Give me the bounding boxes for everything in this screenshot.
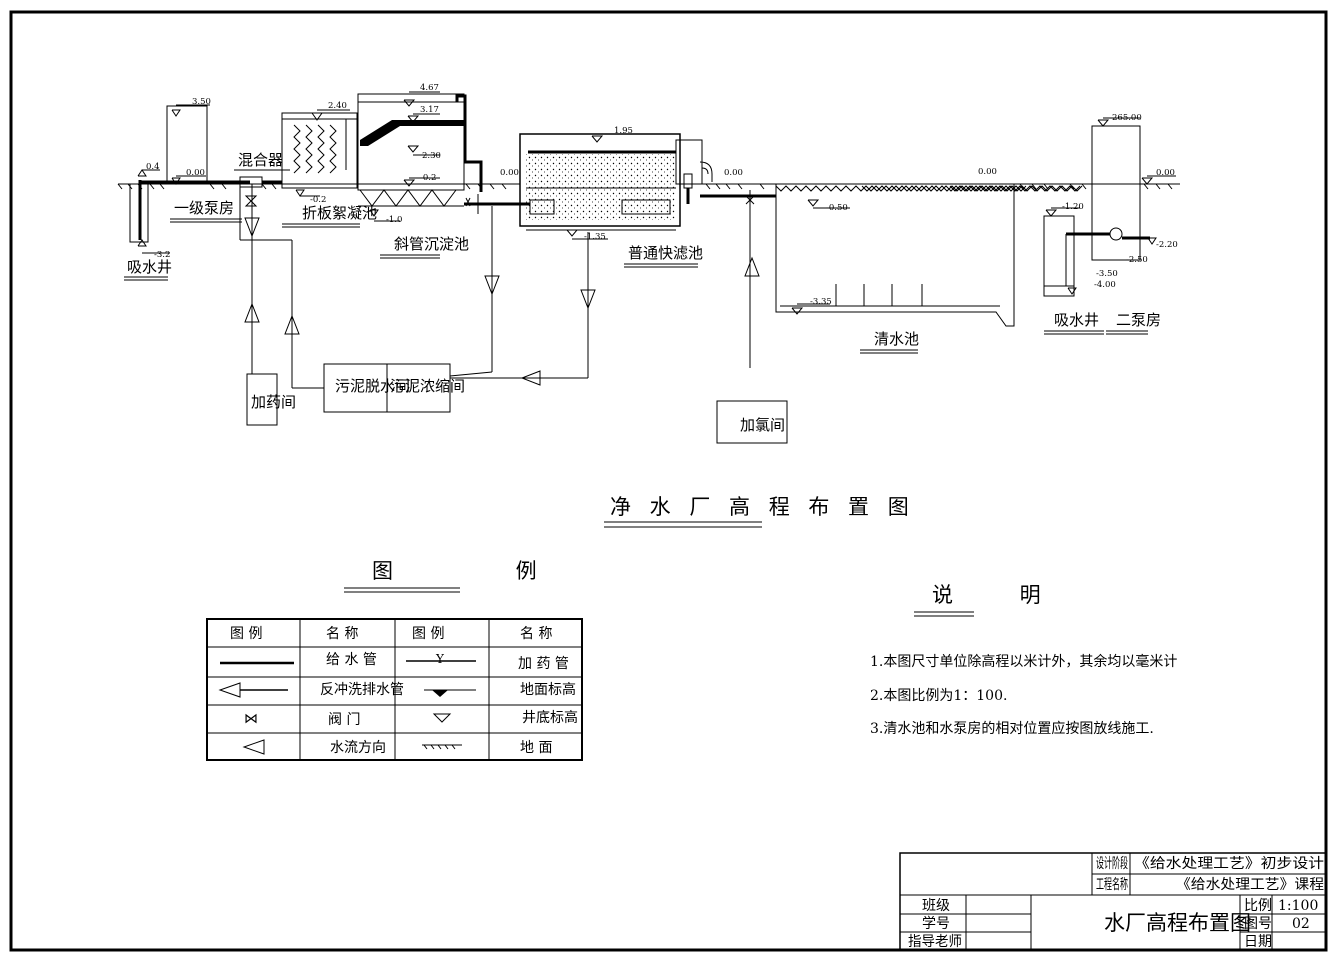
elev-m0-2-a: -0.2 xyxy=(310,195,326,205)
rapid-filter-label: 普通快滤池 xyxy=(628,244,703,262)
aux-flows xyxy=(240,206,760,389)
flocculation-tank: 折板絮凝池 xyxy=(281,109,377,228)
legend-header-4: 名 称 xyxy=(520,626,552,642)
elev-m1-20: -1.20 xyxy=(1062,202,1084,212)
legend-name-backwash-pipe: 反冲洗排水管 xyxy=(320,682,404,698)
legend-header-1: 图 例 xyxy=(230,626,262,642)
tb-design-stage: 《给水处理工艺》初步设计 xyxy=(1134,855,1324,872)
elev-m3-35: -3.35 xyxy=(810,297,832,307)
elev-m1-0: -1.0 xyxy=(386,215,402,225)
tb-design-stage-label: 设计阶段 xyxy=(1096,856,1128,872)
dosing-room: 加药间 xyxy=(246,373,296,426)
legend-name-supply-pipe: 给 水 管 xyxy=(326,652,377,668)
tb-date-label: 日期 xyxy=(1244,934,1272,950)
tb-scale: 1:100 xyxy=(1278,898,1318,914)
elev-265-00: 265.00 xyxy=(1112,113,1142,123)
elev-3-17: 3.17 xyxy=(420,105,439,115)
note-1: 1.本图尺寸单位除高程以米计外，其余均以毫米计 xyxy=(870,653,1177,670)
elev-2-30: 2.30 xyxy=(422,151,441,161)
elev-4-67: 4.67 xyxy=(420,83,439,93)
legend-symbol-valve: ⋈ xyxy=(244,711,258,727)
drawing-frame xyxy=(9,10,1328,952)
tb-sheet-label: 图号 xyxy=(1244,916,1272,932)
intake-well-2-label: 吸水井 xyxy=(1054,311,1099,329)
flocculation-tank-label: 折板絮凝池 xyxy=(302,204,377,222)
note-3: 3.清水池和水泵房的相对位置应按图放线施工. xyxy=(870,720,1154,737)
pump-house-2-label: 二泵房 xyxy=(1116,311,1161,329)
rapid-filter: 普通快滤池 xyxy=(519,133,713,268)
elev-0-00-a: 0.00 xyxy=(186,168,205,178)
intake-well-label: 吸水井 xyxy=(127,258,172,276)
legend-name-ground-elevation: 地面标高 xyxy=(520,681,576,698)
elev-0-4: 0.4 xyxy=(146,162,160,172)
pump-house-1-label: 一级泵房 xyxy=(174,199,234,217)
legend: 图 例 图 例 名 称 图 例 名 称 给 水 管 Y 加 药 管 反冲洗排水管 xyxy=(206,559,595,761)
mixer-label: 混合器 xyxy=(238,151,283,169)
elev-1-95: 1.95 xyxy=(614,126,633,136)
intake-well: 吸水井 xyxy=(124,169,172,281)
chlorine-room-label: 加氯间 xyxy=(740,416,785,434)
legend-title: 图 例 xyxy=(372,559,595,583)
tb-student-label: 学号 xyxy=(922,916,950,932)
sludge-thickening-label: 污泥浓缩间 xyxy=(390,377,465,395)
elev-0-00-d: 0.00 xyxy=(978,167,997,177)
legend-name-valve: 阀 门 xyxy=(328,712,360,728)
elev-0-00-c: 0.00 xyxy=(724,168,743,178)
elev-m0-2-b: -0.2 xyxy=(420,173,436,183)
legend-symbol-well-bottom xyxy=(432,713,452,723)
legend-name-ground: 地 面 xyxy=(520,740,552,756)
tb-drawing-title: 水厂高程布置图 xyxy=(1104,911,1251,935)
intake-well-2: 吸水井 xyxy=(1043,207,1104,335)
legend-symbol-backwash-pipe xyxy=(218,682,288,698)
tb-project: 《给水处理工艺》课程 xyxy=(1176,877,1324,893)
note-2: 2.本图比例为1：100. xyxy=(870,688,1007,704)
elev-m2-20: -2.20 xyxy=(1156,240,1178,250)
sludge-dewatering-label: 污泥脱水间 xyxy=(335,377,410,395)
sedimentation-tank-label: 斜管沉淀池 xyxy=(394,235,469,253)
dosing-room-label: 加药间 xyxy=(251,393,296,411)
tb-teacher-label: 指导老师 xyxy=(908,934,962,950)
elev-3-50: 3.50 xyxy=(192,97,211,107)
tb-class-label: 班级 xyxy=(922,898,950,914)
notes-title: 说 明 xyxy=(932,583,1071,607)
legend-symbol-dosing-pipe-text: Y xyxy=(435,652,445,666)
elev-m3-2: -3.2 xyxy=(154,250,170,260)
mixer: 混合器 xyxy=(234,151,290,256)
drawing-title: 净 水 厂 高 程 布 置 图 xyxy=(604,495,915,528)
tb-sheet: 02 xyxy=(1292,916,1310,932)
elev-m1-35: -1.35 xyxy=(584,232,606,242)
notes: 说 明 1.本图尺寸单位除高程以米计外，其余均以毫米计 2.本图比例为1：100… xyxy=(870,583,1177,737)
elev-0-00-e: 0.00 xyxy=(1156,168,1175,178)
elev-m0-50: -0.50 xyxy=(826,203,848,213)
title-block: 设计阶段 《给水处理工艺》初步设计 工程名称 《给水处理工艺》课程 班级 学号 … xyxy=(899,852,1327,951)
elevation-labels: 0.4 3.50 0.00 -3.2 2.40 -0.2 4.67 3.17 2… xyxy=(146,83,1178,307)
chlorine-room: 加氯间 xyxy=(716,400,788,444)
tb-project-label: 工程名称 xyxy=(1096,877,1128,893)
clear-water-tank: 清水池 xyxy=(775,184,1015,354)
legend-name-well-bottom: 井底标高 xyxy=(522,709,578,726)
elev-m3-50: -3.50 xyxy=(1096,269,1118,279)
pump-house-1: 一级泵房 xyxy=(140,104,250,223)
legend-name-flow-direction: 水流方向 xyxy=(330,740,386,756)
legend-header-3: 图 例 xyxy=(412,626,444,642)
pump-house-2: 二泵房 xyxy=(1065,117,1176,335)
legend-name-dosing-pipe: 加 药 管 xyxy=(518,656,569,672)
drawing-title-text: 净 水 厂 高 程 布 置 图 xyxy=(610,495,915,519)
legend-symbol-ground xyxy=(422,744,462,750)
outlet-pipe xyxy=(700,190,776,368)
tb-scale-label: 比例 xyxy=(1244,898,1272,914)
sludge-rooms: 污泥脱水间 污泥浓缩间 xyxy=(323,363,465,413)
clear-water-tank-label: 清水池 xyxy=(874,330,919,348)
legend-header-2: 名 称 xyxy=(326,626,358,642)
legend-symbol-flow-direction xyxy=(242,739,265,755)
sedimentation-tank: 斜管沉淀池 xyxy=(357,91,530,259)
elev-m2-50: -2.50 xyxy=(1126,255,1148,265)
elev-2-40: 2.40 xyxy=(328,101,347,111)
legend-symbol-ground-elevation xyxy=(424,689,476,697)
elev-0-00-b: 0.00 xyxy=(500,168,519,178)
elev-m4-00: -4.00 xyxy=(1094,280,1116,290)
